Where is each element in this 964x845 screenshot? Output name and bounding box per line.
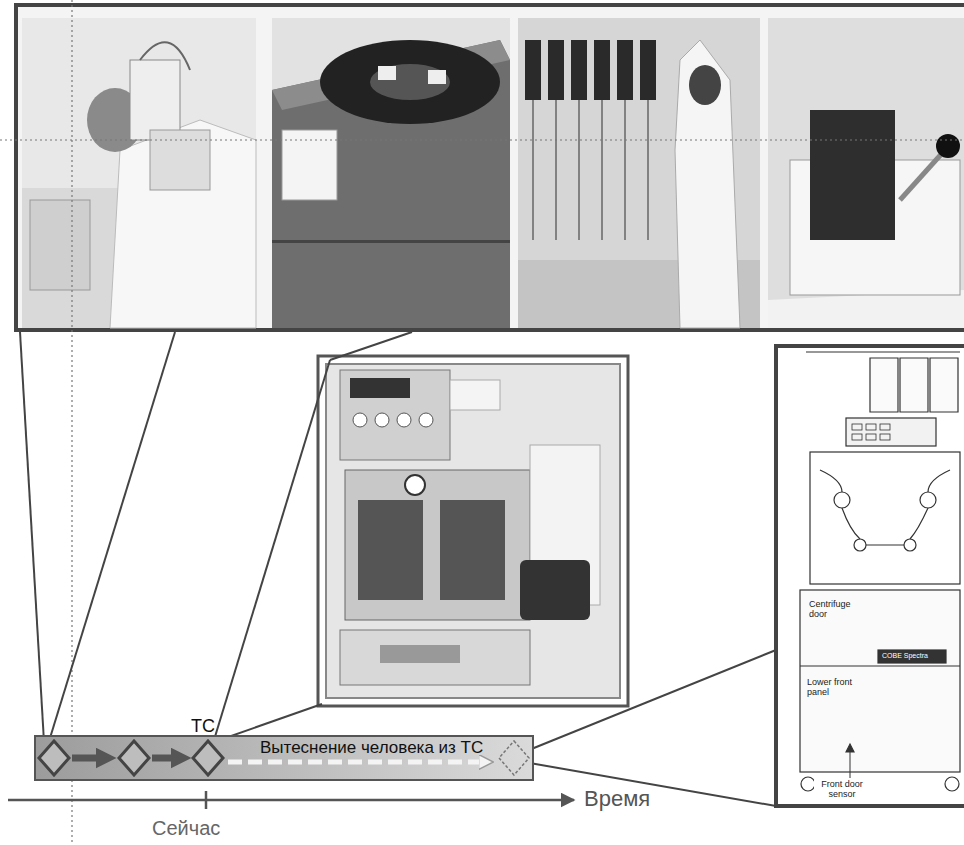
axis-tick — [205, 791, 208, 809]
photo — [518, 18, 760, 328]
guide-line — [71, 0, 72, 845]
time-axis — [8, 799, 574, 802]
timeline-band: ТСВытеснение человека из ТС — [34, 735, 534, 781]
future-arrow — [228, 760, 486, 765]
step-arrow — [72, 755, 106, 762]
leader-line — [20, 332, 776, 806]
part-label: Centrifuge door — [808, 600, 862, 620]
band-label: Вытеснение человека из ТС — [260, 739, 483, 756]
photo — [768, 18, 964, 328]
step-arrow — [152, 755, 181, 762]
time-label: Сейчас — [152, 817, 220, 839]
milestone-diamond — [39, 741, 69, 775]
guide-line — [0, 139, 964, 140]
axis-label: Время — [584, 787, 650, 811]
machine-drawing — [776, 346, 964, 806]
photo — [272, 18, 510, 328]
brand-label: COBE Spectra — [881, 652, 929, 660]
part-label: Front door sensor — [814, 780, 870, 800]
photo — [318, 356, 628, 706]
photo — [22, 18, 256, 328]
photo-frame — [16, 5, 964, 330]
milestone-diamond — [499, 741, 529, 775]
part-label: Lower front panel — [806, 678, 858, 698]
milestone-diamond — [193, 741, 223, 775]
band-heading: ТС — [191, 717, 215, 735]
milestone-diamond — [119, 741, 149, 775]
